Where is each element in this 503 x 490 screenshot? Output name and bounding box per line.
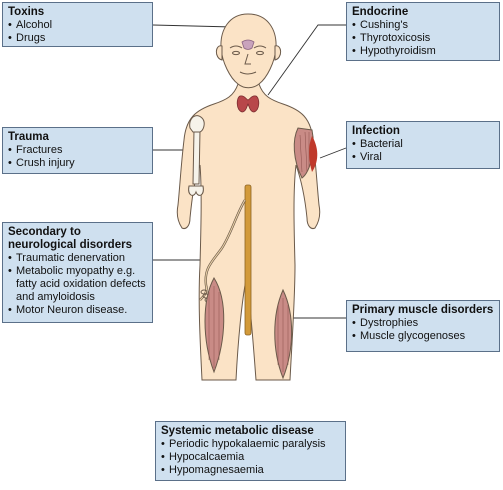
neurological-title: Secondary to neurological disorders [8, 226, 132, 251]
endocrine-item-thyrotoxicosis: Thyrotoxicosis [352, 32, 494, 45]
primary-muscle-item-dystrophies: Dystrophies [352, 317, 494, 330]
left-ear [215, 45, 223, 61]
thyroid-gland [236, 95, 260, 113]
infection-item-bacterial: Bacterial [352, 138, 494, 151]
neurological-list: Traumatic denervation Metabolic myopathy… [8, 252, 147, 317]
primary-muscle-list: Dystrophies Muscle glycogenoses [352, 317, 494, 343]
humerus-bone [188, 115, 205, 196]
endocrine-item-hypothyroidism: Hypothyroidism [352, 45, 494, 58]
left-brow [229, 45, 243, 49]
trauma-title: Trauma [8, 131, 49, 143]
primary-muscle-item-glycogenoses: Muscle glycogenoses [352, 330, 494, 343]
trauma-item-fractures: Fractures [8, 144, 147, 157]
endocrine-item-cushings: Cushing's [352, 19, 494, 32]
neurological-item-motor-neuron: Motor Neuron disease. [8, 304, 147, 317]
humerus-condyle [188, 185, 204, 196]
humerus-shaft [192, 129, 201, 185]
neurological-item-metabolic-myopathy: Metabolic myopathy e.g. fatty acid oxida… [8, 265, 147, 304]
leader-endocrine [267, 24, 346, 96]
infection-item-viral: Viral [352, 151, 494, 164]
infection-title: Infection [352, 125, 400, 137]
head [220, 13, 277, 89]
trauma-box: Trauma Fractures Crush injury [2, 127, 153, 174]
toxins-title: Toxins [8, 6, 45, 18]
endocrine-box: Endocrine Cushing's Thyrotoxicosis Hypot… [346, 2, 500, 61]
striation [304, 131, 308, 173]
toxins-list: Alcohol Drugs [8, 19, 147, 45]
infection-list: Bacterial Viral [352, 138, 494, 164]
arm-muscle-striations [299, 131, 310, 173]
humerus-head [189, 115, 205, 133]
neurological-box: Secondary to neurological disorders Trau… [2, 222, 153, 323]
systemic-item-hypocalcaemia: Hypocalcaemia [161, 451, 340, 464]
toxins-box: Toxins Alcohol Drugs [2, 2, 153, 47]
right-ear [274, 45, 282, 61]
primary-muscle-title: Primary muscle disorders [352, 304, 494, 316]
left-eye [232, 50, 240, 56]
right-eye [256, 50, 264, 56]
pituitary-gland [241, 39, 255, 50]
toxins-item-drugs: Drugs [8, 32, 147, 45]
systemic-metabolic-box: Systemic metabolic disease Periodic hypo… [155, 421, 346, 481]
infection-site [309, 136, 318, 172]
striation [299, 134, 303, 173]
face [229, 45, 267, 75]
nose [244, 53, 251, 65]
neurological-item-denervation: Traumatic denervation [8, 252, 147, 265]
leader-toxins [152, 24, 234, 28]
systemic-metabolic-list: Periodic hypokalaemic paralysis Hypocalc… [161, 438, 340, 477]
primary-muscle-box: Primary muscle disorders Dystrophies Mus… [346, 300, 500, 352]
mouth [239, 71, 257, 75]
trauma-item-crush-injury: Crush injury [8, 157, 147, 170]
endocrine-list: Cushing's Thyrotoxicosis Hypothyroidism [352, 19, 494, 58]
spinal-cord [244, 184, 252, 336]
endocrine-title: Endocrine [352, 6, 409, 18]
toxins-item-alcohol: Alcohol [8, 19, 147, 32]
systemic-item-hypokalaemic: Periodic hypokalaemic paralysis [161, 438, 340, 451]
thigh-muscle-striations [208, 286, 289, 372]
leader-infection [319, 147, 347, 159]
right-brow [253, 45, 267, 49]
leader-lines [152, 24, 347, 319]
systemic-item-hypomagnesaemia: Hypomagnesaemia [161, 464, 340, 477]
trauma-list: Fractures Crush injury [8, 144, 147, 170]
systemic-metabolic-title: Systemic metabolic disease [161, 425, 314, 437]
infection-box: Infection Bacterial Viral [346, 121, 500, 169]
